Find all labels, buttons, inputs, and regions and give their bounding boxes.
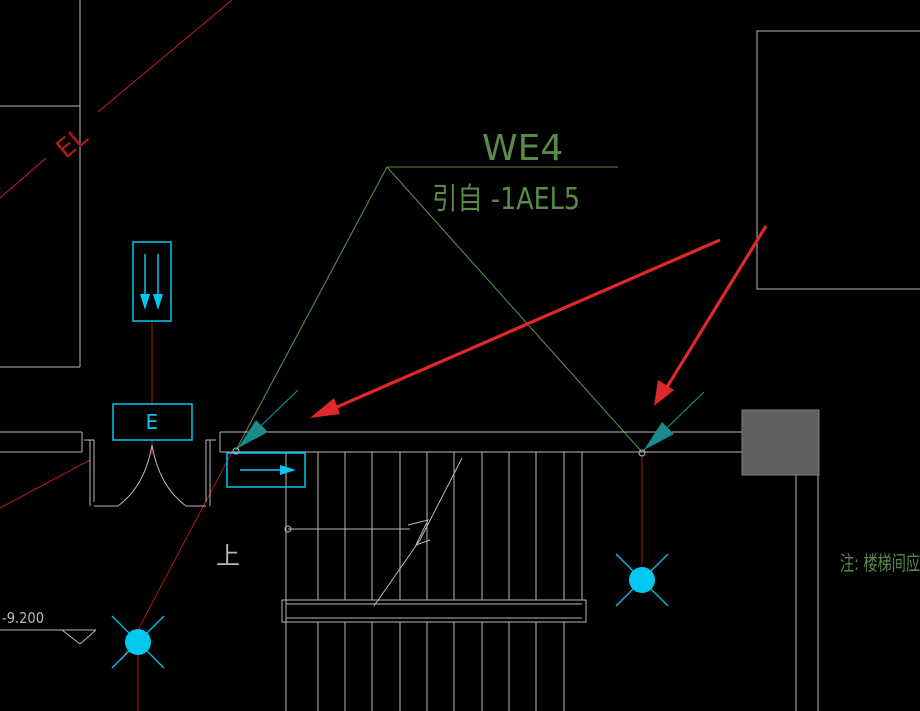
emergency-light-icon-right	[615, 553, 669, 607]
stair-break-line	[288, 457, 463, 607]
side-note: 注: 楼梯间应	[840, 551, 920, 575]
exit-direction-down-icon	[132, 241, 172, 322]
red-diagonal-to-light-left	[121, 451, 233, 661]
stair-up-mark: 上	[216, 542, 240, 570]
el-circuit-line	[0, 0, 233, 199]
direction-arrow-sign-icon	[226, 452, 306, 488]
level-mark-group: -9.200	[0, 609, 97, 645]
left-room-outline	[0, 0, 81, 368]
red-annotation-arrow-left-icon	[310, 238, 721, 418]
level-mark: -9.200	[2, 609, 44, 627]
lead-note: 引自 -1AEL5	[432, 182, 580, 217]
stair-treads	[285, 452, 583, 711]
teal-arrow-fixture-left-icon	[232, 389, 299, 455]
el-line-tag: EL	[51, 122, 94, 165]
exit-sign-icon: E	[112, 403, 193, 441]
right-room-outline	[756, 30, 920, 290]
exit-sign-letter: E	[146, 410, 159, 434]
wall-lines	[0, 431, 819, 711]
stair-landing-rail	[281, 599, 587, 623]
structural-column	[741, 409, 820, 476]
red-annotation-arrow-right-icon	[654, 225, 768, 406]
red-diagonal-lower-left	[0, 459, 91, 509]
stair-start-marker	[284, 525, 292, 533]
green-leader-lines	[235, 166, 643, 453]
teal-arrow-fixture-right-icon	[638, 391, 705, 457]
emergency-light-icon-left	[111, 615, 165, 669]
circuit-label: WE4	[482, 128, 563, 169]
